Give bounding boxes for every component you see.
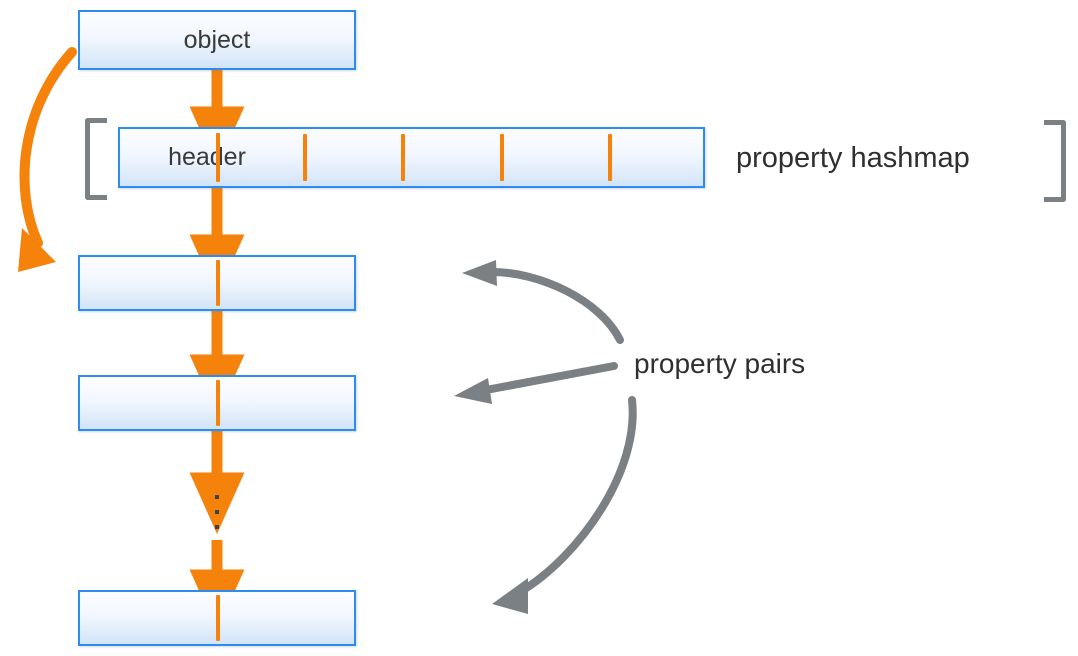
hashmap-tick-3 [500, 134, 504, 181]
ellipsis-dot-1 [215, 495, 219, 499]
property-hashmap-box[interactable] [118, 127, 705, 188]
arrow-object-to-pair1-curve [18, 47, 77, 272]
arrow-pairs-to-pair3 [492, 396, 637, 614]
ellipsis-dot-3 [215, 525, 219, 529]
property-pair-divider-2 [216, 380, 220, 426]
object-box[interactable] [78, 10, 356, 70]
hashmap-bracket-right [1044, 120, 1066, 202]
hashmap-tick-4 [608, 134, 612, 181]
arrow-pairs-to-pair2 [454, 362, 618, 404]
ellipsis-dot-2 [215, 510, 219, 514]
property-pair-divider-1 [216, 260, 220, 306]
hashmap-header-label: header [168, 143, 246, 171]
object-box-label: object [183, 26, 251, 54]
property-pair-divider-3 [216, 595, 220, 641]
property-pairs-caption: property pairs [634, 348, 806, 379]
arrow-pairs-to-pair1 [462, 260, 624, 344]
hashmap-tick-1 [303, 134, 307, 181]
hashmap-bracket-left [85, 118, 107, 200]
hashmap-tick-2 [401, 134, 405, 181]
property-hashmap-caption: property hashmap [736, 142, 970, 174]
hashmap-divider [216, 133, 220, 182]
